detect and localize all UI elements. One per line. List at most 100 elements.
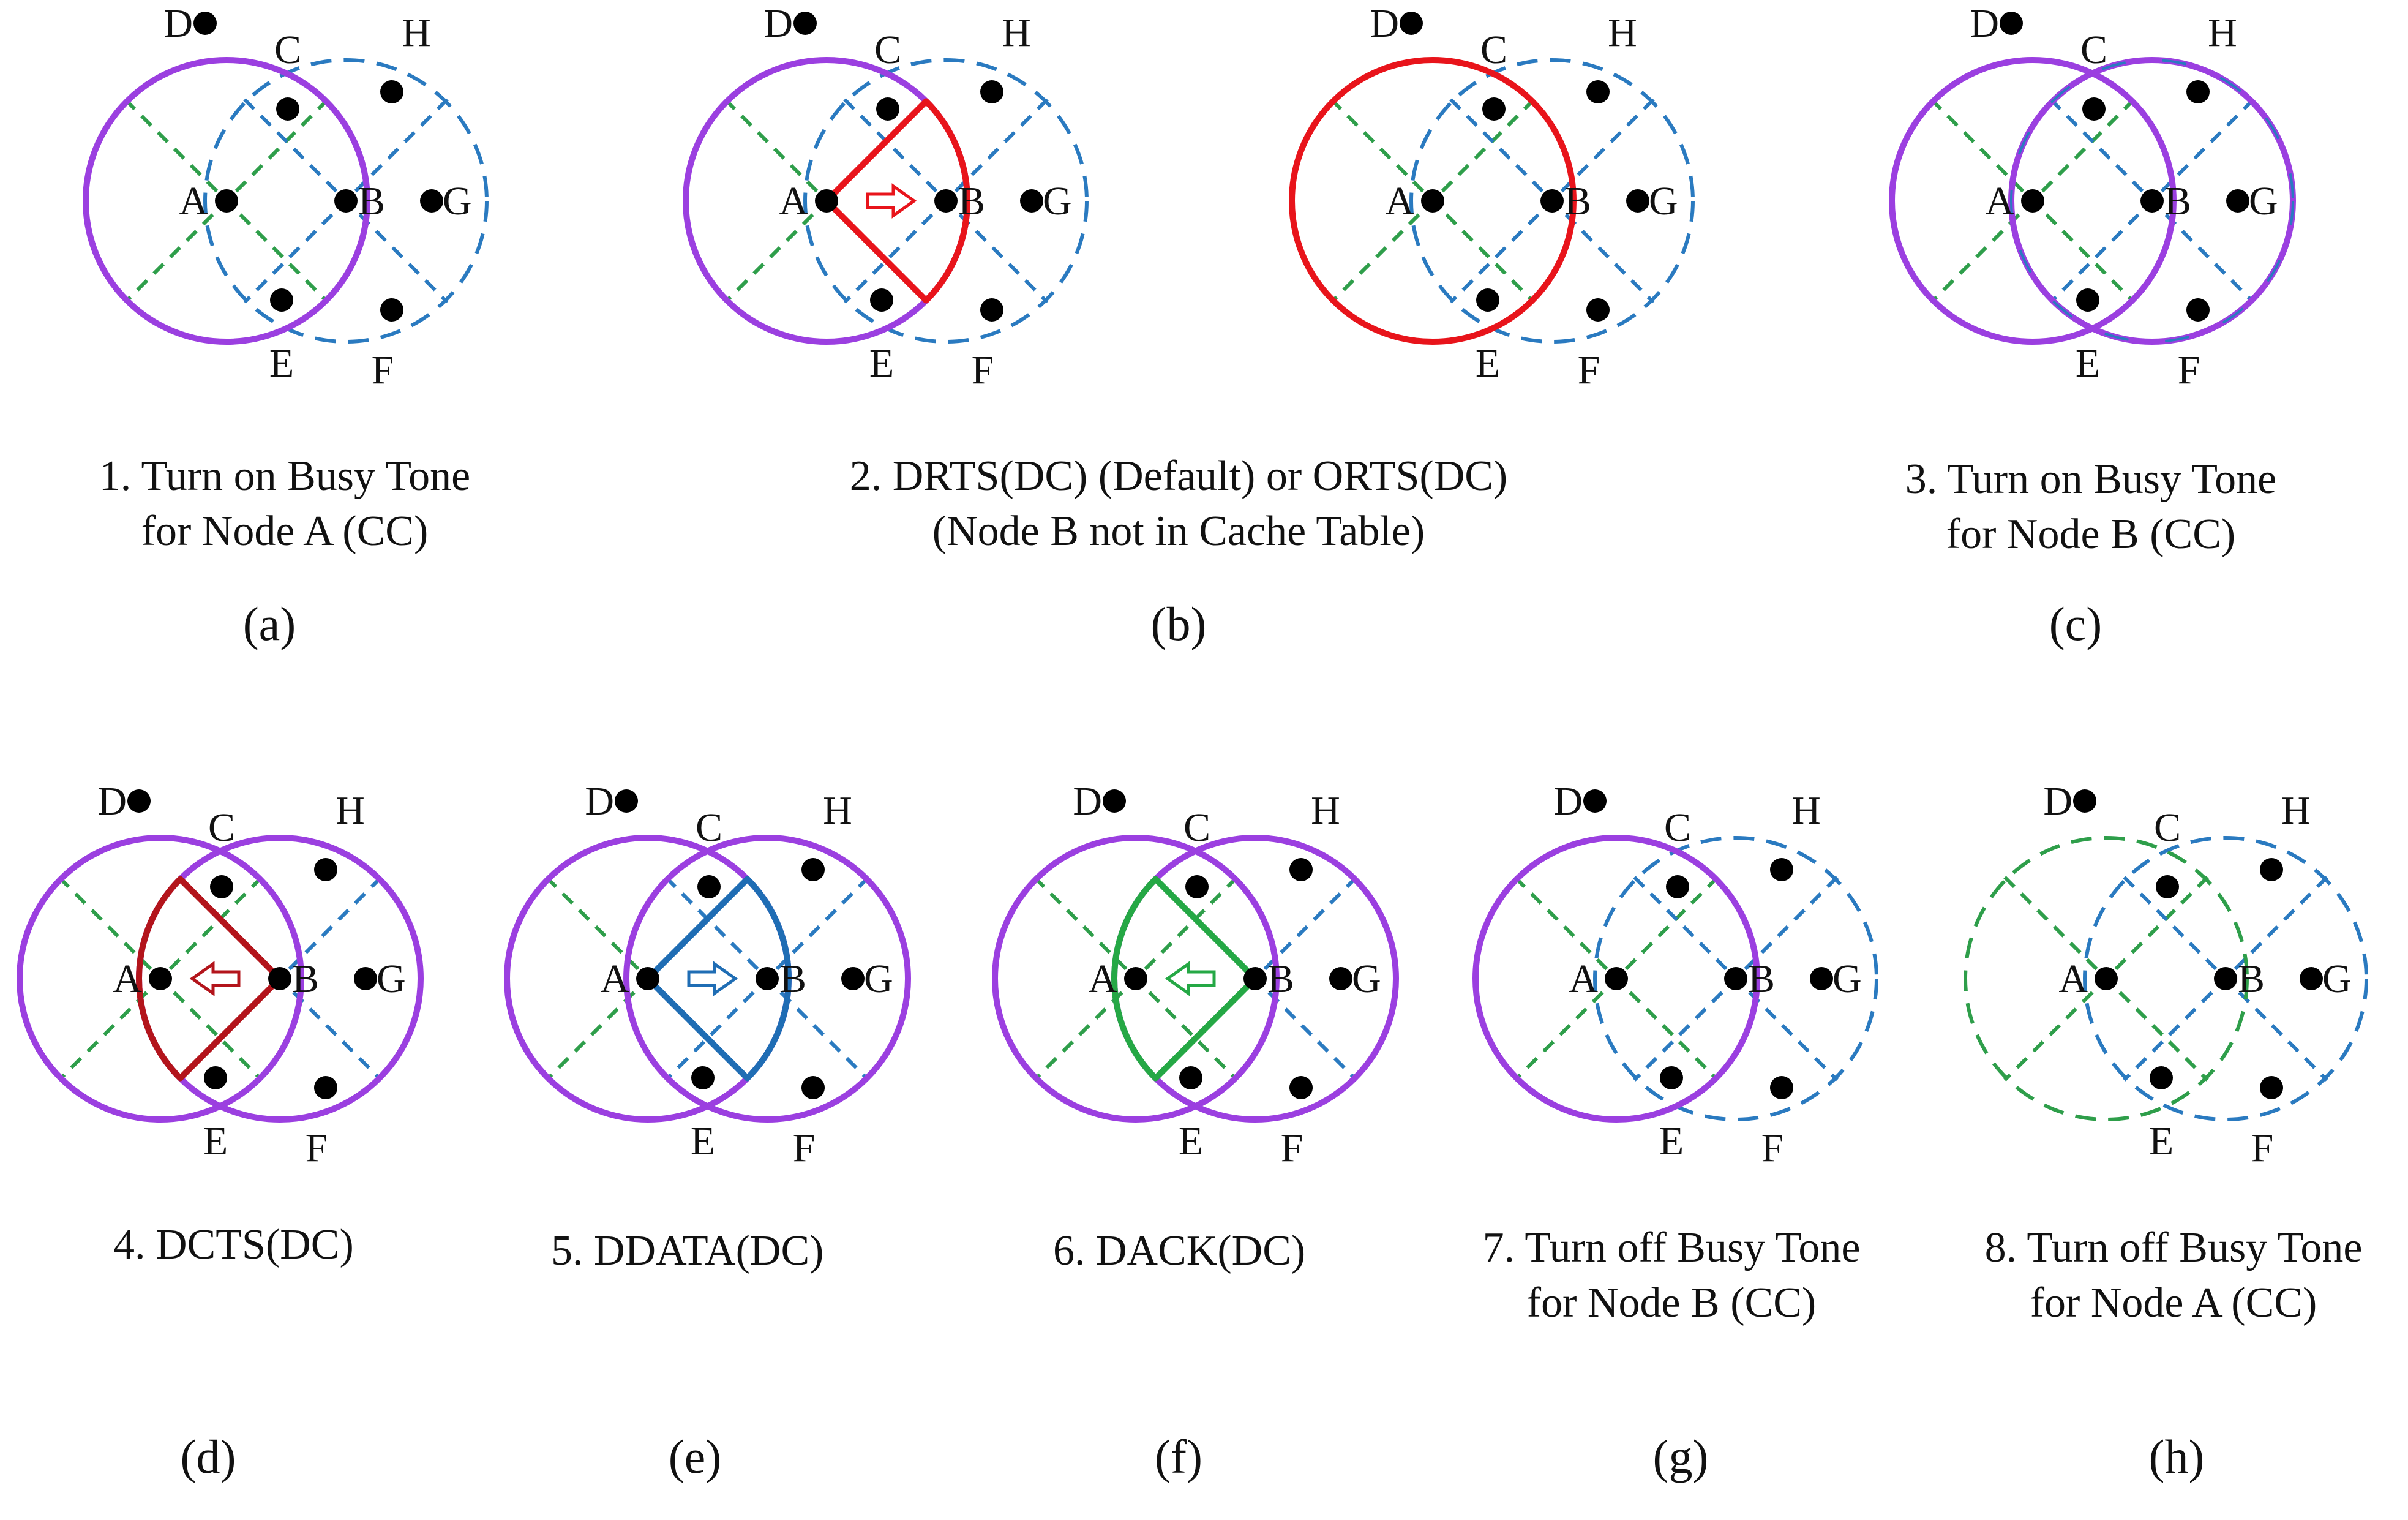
panel-tag-d: (d): [181, 1430, 236, 1483]
node-label-g: G: [864, 957, 893, 1001]
panel-tag-e: (e): [669, 1430, 722, 1483]
node-label-c: C: [2080, 28, 2107, 72]
node-a: [149, 967, 172, 990]
node-label-e: E: [2149, 1119, 2174, 1164]
node-c: [2156, 875, 2179, 898]
node-label-b: B: [292, 957, 319, 1001]
node-label-g: G: [2322, 957, 2352, 1001]
node-d: [1103, 789, 1126, 813]
panel-c: [1889, 12, 2296, 345]
node-e: [2150, 1066, 2173, 1089]
node-h: [1586, 80, 1610, 103]
range-circle-a: [1964, 836, 2249, 1121]
panel-caption-b1: 2. DRTS(DC) (Default) or ORTS(DC): [850, 453, 1508, 500]
node-e: [1179, 1066, 1202, 1089]
node-a: [815, 189, 838, 213]
transmission-sector: [645, 876, 792, 1082]
node-g: [1810, 967, 1833, 990]
node-f: [2186, 298, 2210, 322]
range-circle-a: [83, 57, 370, 345]
node-label-d: D: [1370, 1, 1399, 46]
node-label-d: D: [163, 1, 193, 46]
panel-caption-h: 8. Turn off Busy Tone: [1985, 1224, 2363, 1271]
left-arrow-icon: [1165, 961, 1216, 996]
node-label-f: F: [972, 348, 994, 393]
node-label-f: F: [1761, 1126, 1784, 1170]
node-d: [1400, 12, 1423, 35]
node-f: [380, 298, 403, 322]
node-label-c: C: [1664, 805, 1691, 850]
range-circle-b: [2083, 836, 2368, 1121]
node-label-f: F: [372, 348, 394, 393]
node-label-f: F: [306, 1126, 328, 1170]
node-label-e: E: [1476, 341, 1500, 386]
node-a: [2095, 967, 2118, 990]
node-label-e: E: [691, 1119, 715, 1164]
range-circle-a: [17, 835, 304, 1123]
range-circle-a: [1889, 57, 2177, 345]
left-arrow-icon: [189, 961, 241, 996]
node-b: [268, 967, 291, 990]
node-label-e: E: [2076, 341, 2100, 386]
node-h: [314, 858, 337, 881]
node-label-g: G: [443, 179, 472, 224]
node-b: [1540, 189, 1564, 213]
right-arrow-icon: [687, 961, 738, 996]
node-label-a: A: [1088, 957, 1117, 1001]
node-f: [1770, 1076, 1793, 1099]
node-label-h: H: [2208, 10, 2237, 55]
node-c: [276, 97, 299, 121]
panel-g: [1472, 789, 1878, 1123]
node-d: [615, 789, 638, 813]
panel-e: [504, 789, 911, 1123]
node-d: [2000, 12, 2023, 35]
node-label-h: H: [1608, 10, 1637, 55]
node-label-e: E: [1659, 1119, 1684, 1164]
panel-caption-e: 5. DDATA(DC): [551, 1227, 823, 1274]
node-b: [2140, 189, 2164, 213]
node-a: [636, 967, 659, 990]
panel-caption-a: for Node A (CC): [141, 508, 429, 555]
node-label-a: A: [779, 179, 808, 224]
node-label-d: D: [585, 779, 614, 824]
node-label-b: B: [358, 179, 385, 224]
node-a: [215, 189, 238, 213]
node-f: [980, 298, 1003, 322]
node-c: [2082, 97, 2106, 121]
node-h: [2260, 858, 2283, 881]
node-f: [801, 1076, 825, 1099]
node-label-g: G: [1043, 179, 1072, 224]
node-h: [1770, 858, 1793, 881]
node-f: [1289, 1076, 1313, 1099]
range-circle-b: [1409, 58, 1695, 344]
panel-b1: [683, 12, 1089, 345]
node-h: [1289, 858, 1313, 881]
node-c: [876, 97, 899, 121]
node-e: [1660, 1066, 1683, 1089]
node-label-d: D: [2043, 779, 2072, 824]
node-g: [1020, 189, 1043, 213]
panel-caption-g: 7. Turn off Busy Tone: [1483, 1224, 1861, 1271]
panel-f: [992, 789, 1399, 1123]
node-b: [334, 189, 358, 213]
node-label-a: A: [1569, 957, 1598, 1001]
node-label-h: H: [336, 788, 365, 833]
range-circle-b-overlay: [2010, 59, 2294, 343]
node-e: [2076, 288, 2099, 312]
panel-a: [83, 12, 489, 345]
node-label-g: G: [377, 957, 406, 1001]
node-label-g: G: [1352, 957, 1381, 1001]
range-circle-a: [1289, 57, 1577, 345]
node-label-b: B: [1748, 957, 1775, 1001]
node-h: [801, 858, 825, 881]
panel-tag-f: (f): [1155, 1430, 1202, 1483]
node-label-f: F: [793, 1126, 816, 1170]
node-label-d: D: [763, 1, 793, 46]
node-d: [127, 789, 151, 813]
panel-caption-d: 4. DCTS(DC): [113, 1221, 354, 1268]
node-label-b: B: [2164, 179, 2191, 224]
node-label-c: C: [874, 28, 901, 72]
range-circle-b: [203, 58, 489, 344]
